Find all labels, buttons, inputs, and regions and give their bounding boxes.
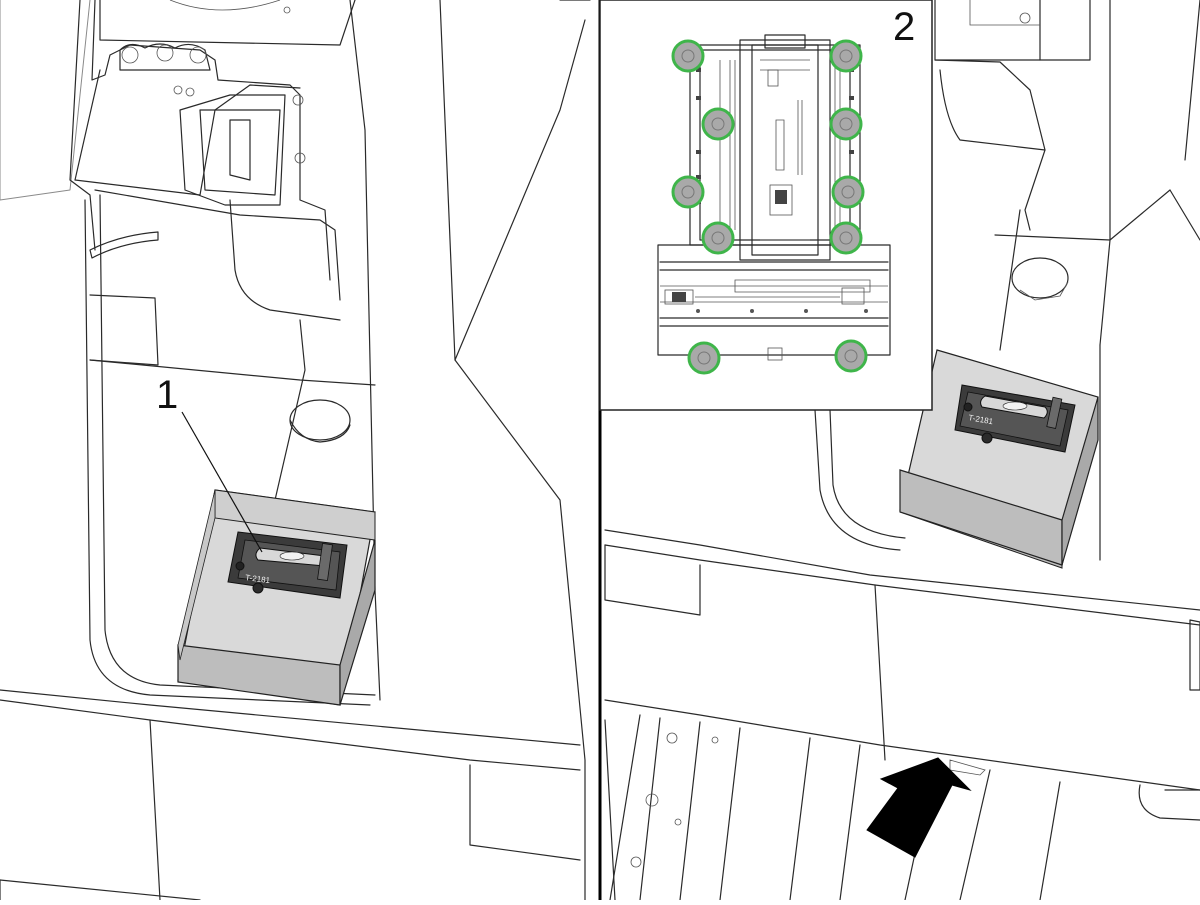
leveling-pad [671, 39, 705, 73]
bubble-level-icon: T-2181 [227, 531, 348, 599]
leveling-pad [829, 107, 863, 141]
right-panel: T-2181 [599, 0, 1200, 901]
machine-housing-right [604, 0, 1200, 901]
tool-label-left: T-2181 [245, 573, 271, 585]
leveling-pad [829, 221, 863, 255]
leveling-pad [701, 221, 735, 255]
leveling-block-left [177, 489, 376, 706]
leveling-pad [834, 339, 868, 373]
leveling-pad [671, 175, 705, 209]
tool-label-right: T-2181 [968, 413, 995, 426]
bubble-level-icon-right: T-2181 [954, 384, 1076, 453]
callout-label-1: 1 [156, 373, 178, 417]
inset-top-view: 2 [599, 0, 933, 411]
leveling-pad [687, 341, 721, 375]
arrow-up-right-icon [866, 757, 972, 858]
callout-1: 1 [156, 373, 263, 553]
machine-housing-left [0, 0, 591, 901]
leveling-pad [701, 107, 735, 141]
leveling-pads [671, 39, 868, 375]
leveling-pad [829, 39, 863, 73]
left-panel: T-2181 1 [0, 0, 591, 901]
leveling-pad [831, 175, 865, 209]
callout-label-2: 2 [893, 5, 915, 49]
table-top-view [657, 244, 891, 361]
